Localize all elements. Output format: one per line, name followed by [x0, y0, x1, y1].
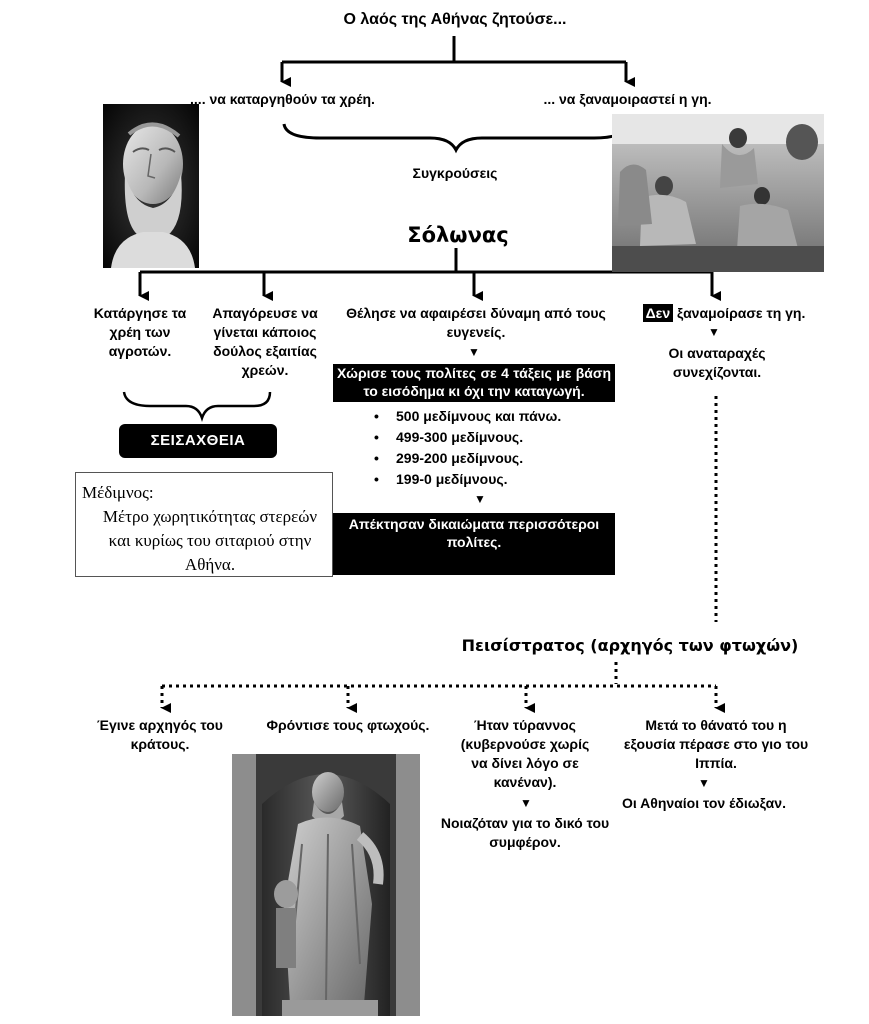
rights-box: Απέκτησαν δικαιώματα περισσότεροι πολίτε… [333, 513, 615, 575]
conflicts-label: Συγκρούσεις [412, 165, 498, 181]
seisachtheia-badge: ΣΕΙΣΑΧΘΕΙΑ [119, 424, 277, 458]
action-land: Δεν ξαναμοίρασε τη γη. [624, 304, 824, 323]
down-arrow-icon: ▼ [698, 776, 710, 790]
classes-box: Χώρισε τους πολίτες σε 4 τάξεις με βάση … [333, 364, 615, 402]
down-arrow-icon: ▼ [468, 345, 480, 359]
solon-bust-image [103, 104, 199, 268]
seisachtheia-brace [122, 391, 272, 422]
down-arrow-icon: ▼ [474, 492, 486, 506]
action-slavery: Απαγόρευσε να γίνεται κάποιος δούλος εξα… [212, 305, 318, 378]
list-item: 199-0 μεδίμνους. [374, 469, 604, 490]
root-title: Ο λαός της Αθήνας ζητούσε... [343, 11, 567, 28]
definition-box: Μέδιμνος: Μέτρο χωρητικότητας στερεών κα… [75, 472, 333, 577]
demand-right: ... να ξαναμοιραστεί η γη. [543, 91, 712, 107]
action-debts: Κατάργησε τα χρέη των αγροτών. [93, 305, 187, 359]
demand-left: .... να καταργηθούν τα χρέη. [190, 91, 375, 107]
definition-text: Μέτρο χωρητικότητας στερεών και κυρίως τ… [102, 507, 318, 574]
list-item: 299-200 μεδίμνους. [374, 448, 604, 469]
definition-term: Μέδιμνος: [82, 483, 154, 502]
action-land-text: ξαναμοίρασε τη γη. [677, 305, 806, 321]
unrest-text: Οι αναταραχές συνεχίζονται. [668, 345, 766, 380]
item-tyrant: Ήταν τύραννος (κυβερνούσε χωρίς να δίνει… [460, 717, 590, 790]
item-self-interest: Νοιαζόταν για το δικό του συμφέρον. [440, 815, 610, 850]
peisistratos-statue-image [232, 754, 420, 1016]
item-expelled: Οι Αθηναίοι τον έδιωξαν. [622, 795, 786, 811]
classes-list: 500 μεδίμνους και πάνω. 499-300 μεδίμνου… [374, 406, 604, 490]
list-item: 499-300 μεδίμνους. [374, 427, 604, 448]
ancient-scene-image [612, 114, 824, 272]
down-arrow-icon: ▼ [520, 796, 532, 810]
action-power: Θέλησε να αφαιρέσει δύναμη από τους ευγε… [346, 305, 606, 340]
solon-title: Σόλωνας [407, 223, 509, 247]
down-arrow-icon: ▼ [708, 325, 720, 339]
item-succession: Μετά το θάνατό του η εξουσία πέρασε στο … [623, 717, 809, 771]
item-leader: Έγινε αρχηγός του κράτους. [97, 717, 223, 752]
item-poor: Φρόντισε τους φτωχούς. [266, 717, 430, 733]
conflict-brace [282, 123, 630, 154]
negation-highlight: Δεν [642, 304, 674, 322]
peisistratos-title: Πεισίστρατος (αρχηγός των φτωχών) [461, 636, 799, 655]
list-item: 500 μεδίμνους και πάνω. [374, 406, 604, 427]
